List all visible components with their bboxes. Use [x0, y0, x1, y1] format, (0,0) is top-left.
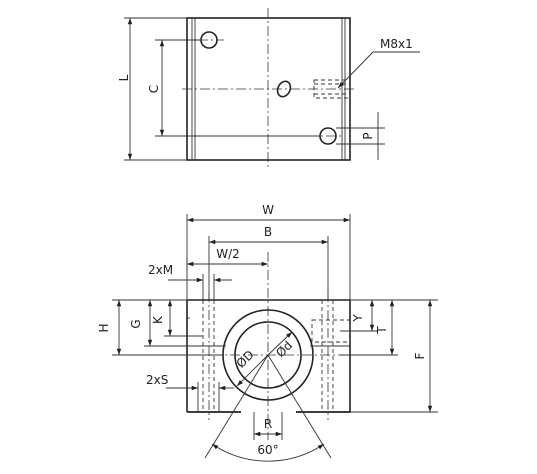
dim-b-label: B	[264, 225, 272, 239]
dim-r-label: R	[264, 417, 272, 431]
lube-port-slot	[276, 80, 292, 98]
dim-g-label: G	[129, 319, 143, 328]
angle-label: 60°	[257, 443, 278, 457]
dim-y-label: Y	[351, 314, 365, 323]
dia-inner-label: Ød	[273, 338, 295, 360]
thread-label: M8x1	[380, 37, 413, 51]
dim-w2-label: W/2	[216, 247, 240, 261]
dim-k-label: K	[151, 315, 165, 324]
top-view: L C M8x1 P	[117, 8, 420, 168]
dim-h-label: H	[97, 323, 111, 332]
dim-w-label: W	[262, 203, 274, 217]
opening-arc	[211, 443, 325, 462]
dim-f-label: F	[413, 352, 427, 359]
front-view: 60° ØD Ød W B W/2 2xM H G	[97, 203, 438, 462]
opening-line-left	[204, 354, 269, 459]
thread-leader-line	[337, 51, 374, 89]
opening-line-right	[267, 354, 332, 459]
dim-p-label: P	[361, 132, 375, 139]
dim-2s-label: 2xS	[146, 373, 168, 387]
dia-d-outer-leader	[236, 354, 269, 387]
dim-c-label: C	[147, 85, 161, 93]
dim-l-label: L	[117, 74, 131, 81]
lube-port-thread	[313, 79, 351, 99]
dim-t-label: T	[375, 326, 389, 335]
dim-2m-label: 2xM	[148, 263, 173, 277]
dia-d-inner-leader	[267, 331, 293, 356]
